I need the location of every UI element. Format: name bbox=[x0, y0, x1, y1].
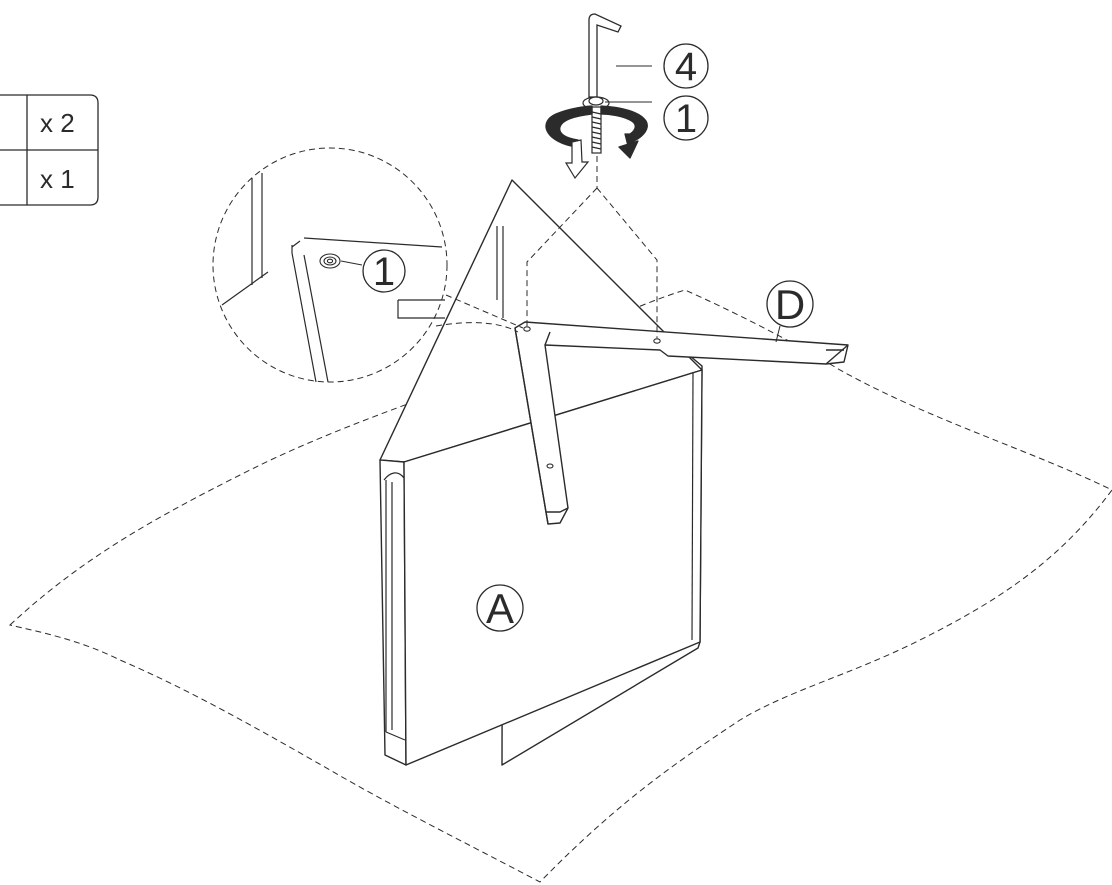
screw-callout-label: 1 bbox=[675, 97, 697, 141]
detail-screw-callout-label: 1 bbox=[373, 250, 395, 294]
panel-a-trim bbox=[383, 226, 694, 741]
screw-guide-lines bbox=[526, 156, 658, 338]
magnifier-leader-lines bbox=[435, 294, 524, 333]
leg-d-body bbox=[514, 321, 849, 525]
screw-threads bbox=[591, 111, 602, 150]
panel-a-side-edge bbox=[379, 459, 407, 766]
screw-callout-circle bbox=[663, 95, 709, 141]
leg-d-screw-holes bbox=[523, 326, 661, 469]
parts-table-qty-row-1: x 2 bbox=[40, 108, 75, 138]
leg-d-leader bbox=[775, 325, 781, 343]
detail-magnifier: 1 bbox=[212, 147, 448, 383]
rotate-arrow-icon bbox=[545, 105, 648, 159]
hex-key-body bbox=[588, 13, 622, 98]
screw-part bbox=[582, 96, 610, 154]
panel-a-front-face bbox=[403, 369, 703, 766]
screw-shank bbox=[591, 106, 602, 154]
leg-d-callout-circle bbox=[766, 280, 814, 328]
detail-callout-circle bbox=[362, 249, 406, 293]
hex-key-callout-circle bbox=[663, 43, 709, 89]
leg-d bbox=[514, 321, 849, 525]
hex-key-tool bbox=[588, 13, 622, 98]
screw-head bbox=[588, 96, 604, 106]
down-arrow-icon bbox=[564, 139, 590, 180]
parts-table-qty-row-2: x 1 bbox=[40, 164, 75, 194]
hex-key-callout-label: 4 bbox=[675, 45, 697, 89]
screw-hole bbox=[523, 326, 531, 332]
leg-d-callout-label: D bbox=[775, 281, 805, 328]
screw-hole bbox=[653, 338, 661, 344]
detail-screw-head bbox=[319, 253, 341, 269]
panel-a-callout-label: A bbox=[486, 585, 514, 632]
parts-table bbox=[0, 94, 99, 206]
panel-a-callout-circle bbox=[476, 584, 524, 632]
screw-hole bbox=[546, 463, 554, 469]
